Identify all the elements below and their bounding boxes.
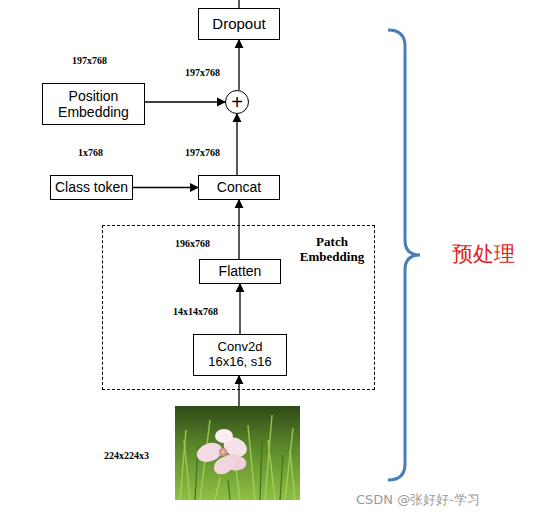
dimension-label: 197x768 (72, 55, 107, 66)
output-line (238, 0, 239, 8)
dimension-label: 197x768 (185, 67, 220, 78)
node-text: Conv2d (218, 340, 263, 355)
dimension-label: 14x14x768 (173, 306, 218, 317)
process-box: Dropout (198, 8, 280, 40)
process-box: Flatten (199, 259, 281, 284)
node-text: Dropout (212, 15, 265, 32)
node-text: Patch Embedding (291, 235, 373, 265)
node-text: Class token (55, 179, 128, 195)
dimension-label: 197x768 (185, 147, 220, 158)
node-text: 16x16, s16 (208, 355, 272, 370)
brace-bracket (388, 30, 420, 480)
flow-arrow (236, 114, 237, 175)
node-text: Flatten (219, 263, 262, 279)
watermark: CSDN @张好好-学习 (356, 491, 480, 509)
add-circle: + (225, 90, 249, 114)
dimension-label: 224x224x3 (104, 450, 149, 461)
process-box: Concat (198, 175, 280, 200)
section-label: 预处理 (452, 240, 515, 268)
flow-arrow (238, 40, 239, 90)
token-box: Class token (50, 175, 133, 200)
node-text: Position Embedding (43, 88, 144, 120)
flow-arrow (239, 284, 240, 334)
flow-arrow (133, 187, 198, 188)
node-text: Concat (217, 179, 261, 195)
input-image (175, 406, 300, 500)
embedding-box: Position Embedding (42, 83, 145, 125)
conv-box: Conv2d16x16, s16 (193, 334, 287, 376)
group-frame: Patch EmbeddingFlattenConv2d16x16, s16 (102, 225, 375, 390)
flow-arrow (238, 200, 239, 259)
flow-arrow (145, 101, 225, 102)
dimension-label: 1x768 (78, 147, 103, 158)
input-arrow (238, 376, 239, 406)
node-text: + (231, 92, 243, 112)
dimension-label: 196x768 (175, 238, 210, 249)
